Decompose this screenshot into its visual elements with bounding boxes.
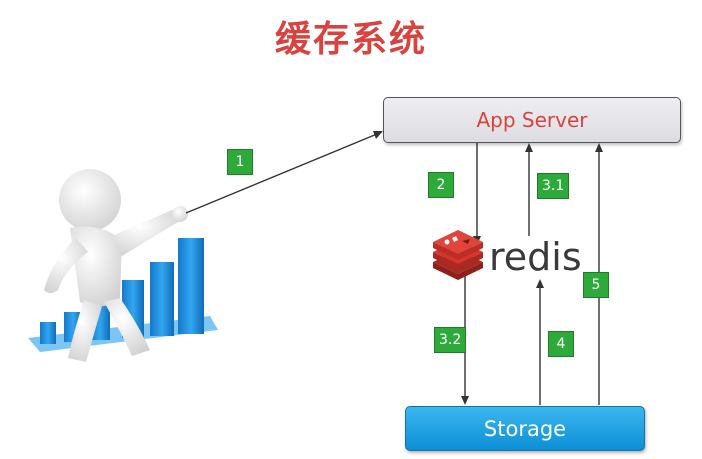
app-server-box: App Server [383, 97, 681, 143]
step-badge-4: 4 [548, 331, 574, 357]
redis-label: redis [489, 235, 582, 279]
arrow-4 [536, 279, 544, 405]
arrow-2 [473, 142, 481, 245]
page-title: 缓存系统 [274, 19, 427, 60]
step-badge-3-2: 3.2 [434, 327, 467, 353]
step-badge-1: 1 [227, 149, 253, 175]
arrow-1 [185, 131, 383, 214]
redis-logo-icon [433, 230, 483, 280]
step-badge-3-1: 3.1 [537, 173, 570, 199]
arrow-3-1 [525, 143, 533, 236]
storage-box: Storage [405, 406, 645, 451]
step-badge-2: 2 [428, 172, 454, 198]
step-badge-5: 5 [583, 272, 609, 298]
figure-illustration [44, 169, 188, 362]
